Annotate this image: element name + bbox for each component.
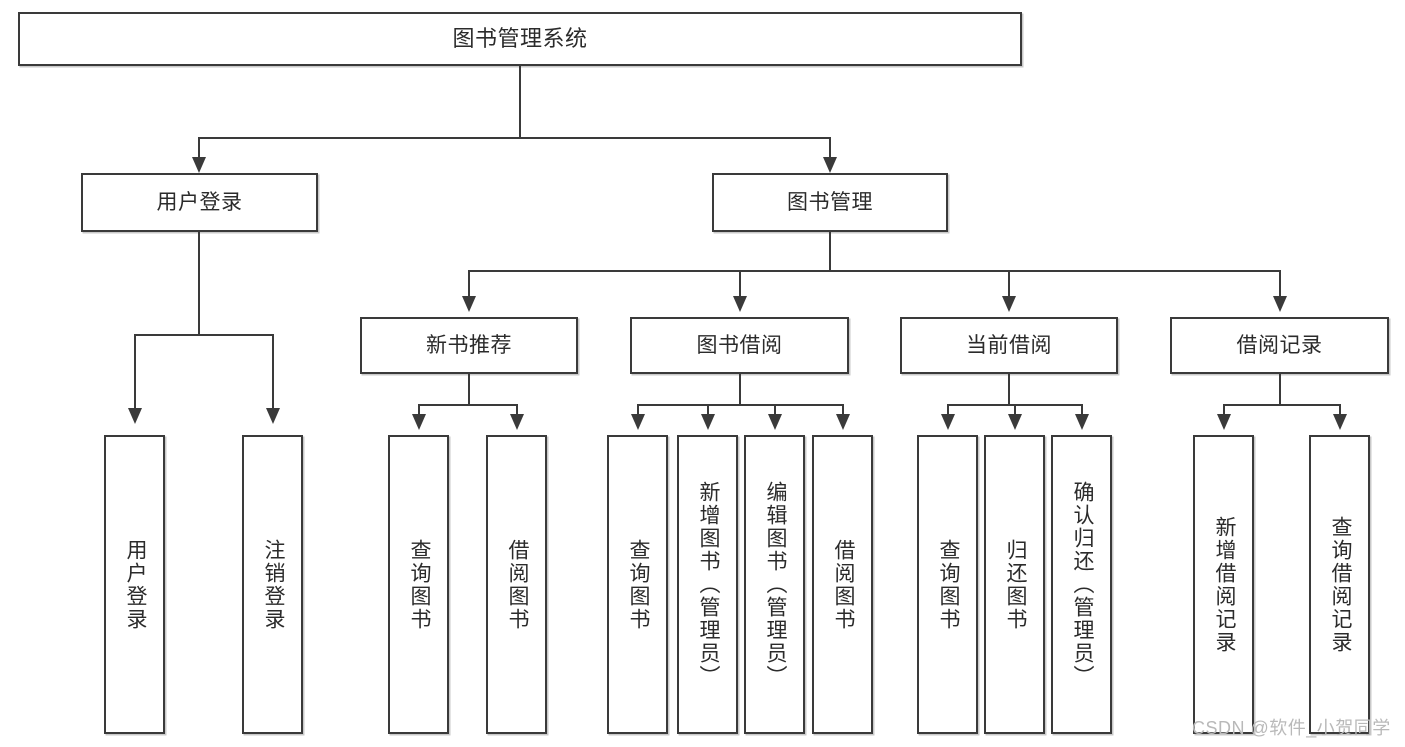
connector-current-borrow-to-leaf1 xyxy=(947,404,949,418)
connector-new-book-bar xyxy=(418,404,518,406)
connector-user-login-stem xyxy=(198,232,200,335)
connector-book-borrow-to-leaf2 xyxy=(707,404,709,418)
connector-book-borrow-to-leaf3 xyxy=(774,404,776,418)
node-book-borrow-label: 图书借阅 xyxy=(696,333,783,357)
arrow-book-borrow-to-leaf1 xyxy=(631,414,645,430)
leaf-query-record-label: 查询借阅记录 xyxy=(1328,515,1352,654)
connector-book-borrow-to-leaf4 xyxy=(842,404,844,418)
leaf-borrow-book-2-label: 借阅图书 xyxy=(831,538,855,631)
connector-borrow-record-bar xyxy=(1223,404,1341,406)
arrow-book-borrow-to-leaf4 xyxy=(836,414,850,430)
arrow-current-borrow-to-leaf2 xyxy=(1008,414,1022,430)
connector-user-login-to-leaf1 xyxy=(134,334,136,412)
connector-book-manage-stem xyxy=(829,232,831,272)
leaf-return-book[interactable]: 归还图书 xyxy=(984,435,1045,734)
node-user-login[interactable]: 用户登录 xyxy=(81,173,318,232)
node-current-borrow[interactable]: 当前借阅 xyxy=(900,317,1118,374)
connector-book-manage-bar xyxy=(468,270,1280,272)
arrow-book-manage-to-current-borrow xyxy=(1002,296,1016,312)
connector-book-manage-to-new-book xyxy=(468,270,470,300)
leaf-query-book-1-label: 查询图书 xyxy=(407,538,431,631)
leaf-borrow-book-1[interactable]: 借阅图书 xyxy=(486,435,547,734)
leaf-borrow-book-1-label: 借阅图书 xyxy=(505,538,529,631)
arrow-new-book-to-leaf2 xyxy=(510,414,524,430)
connector-current-borrow-to-leaf2 xyxy=(1014,404,1016,418)
leaf-query-book-1[interactable]: 查询图书 xyxy=(388,435,449,734)
connector-borrow-record-to-leaf2 xyxy=(1339,404,1341,418)
leaf-add-book[interactable]: 新增图书（管理员） xyxy=(677,435,738,734)
leaf-query-book-3[interactable]: 查询图书 xyxy=(917,435,978,734)
arrow-borrow-record-to-leaf1 xyxy=(1217,414,1231,430)
connector-book-manage-to-borrow-record xyxy=(1279,270,1281,300)
node-book-manage[interactable]: 图书管理 xyxy=(712,173,948,232)
arrow-book-manage-to-borrow-record xyxy=(1273,296,1287,312)
arrow-current-borrow-to-leaf3 xyxy=(1075,414,1089,430)
leaf-user-login-label: 用户登录 xyxy=(123,538,147,631)
connector-borrow-record-stem xyxy=(1279,374,1281,405)
node-new-book-recommend-label: 新书推荐 xyxy=(426,333,512,357)
leaf-query-book-2-label: 查询图书 xyxy=(626,538,650,631)
connector-user-login-to-leaf2 xyxy=(272,334,274,412)
connector-new-book-stem xyxy=(468,374,470,405)
node-user-login-label: 用户登录 xyxy=(156,190,243,214)
leaf-logout[interactable]: 注销登录 xyxy=(242,435,303,734)
connector-book-borrow-bar xyxy=(637,404,843,406)
connector-book-manage-to-current-borrow xyxy=(1008,270,1010,300)
arrow-root-to-user-login xyxy=(192,157,206,173)
arrow-root-to-book-manage xyxy=(823,157,837,173)
leaf-query-book-3-label: 查询图书 xyxy=(936,538,960,631)
connector-root-to-user-login xyxy=(198,137,200,162)
connector-user-login-bar xyxy=(134,334,273,336)
node-book-manage-label: 图书管理 xyxy=(787,190,873,214)
leaf-edit-book[interactable]: 编辑图书（管理员） xyxy=(744,435,805,734)
connector-current-borrow-stem xyxy=(1008,374,1010,405)
leaf-user-login[interactable]: 用户登录 xyxy=(104,435,165,734)
node-current-borrow-label: 当前借阅 xyxy=(966,333,1052,357)
arrow-book-manage-to-book-borrow xyxy=(733,296,747,312)
leaf-confirm-return-label: 确认归还（管理员） xyxy=(1070,481,1094,688)
leaf-confirm-return[interactable]: 确认归还（管理员） xyxy=(1051,435,1112,734)
arrow-borrow-record-to-leaf2 xyxy=(1333,414,1347,430)
leaf-add-record-label: 新增借阅记录 xyxy=(1212,515,1236,654)
connector-new-book-to-leaf2 xyxy=(516,404,518,418)
connector-book-borrow-stem xyxy=(739,374,741,405)
connector-book-manage-to-book-borrow xyxy=(739,270,741,300)
connector-root-bar xyxy=(198,137,831,139)
arrow-book-borrow-to-leaf2 xyxy=(701,414,715,430)
connector-current-borrow-to-leaf3 xyxy=(1081,404,1083,418)
connector-book-borrow-to-leaf1 xyxy=(637,404,639,418)
arrow-book-manage-to-new-book xyxy=(462,296,476,312)
node-root-label: 图书管理系统 xyxy=(452,25,588,51)
connector-root-stem xyxy=(519,66,521,138)
node-new-book-recommend[interactable]: 新书推荐 xyxy=(360,317,578,374)
node-borrow-record-label: 借阅记录 xyxy=(1236,333,1323,357)
connector-new-book-to-leaf1 xyxy=(418,404,420,418)
leaf-borrow-book-2[interactable]: 借阅图书 xyxy=(812,435,873,734)
arrow-book-borrow-to-leaf3 xyxy=(768,414,782,430)
leaf-return-book-label: 归还图书 xyxy=(1003,538,1027,631)
leaf-query-book-2[interactable]: 查询图书 xyxy=(607,435,668,734)
connector-borrow-record-to-leaf1 xyxy=(1223,404,1225,418)
leaf-add-record[interactable]: 新增借阅记录 xyxy=(1193,435,1254,734)
leaf-query-record[interactable]: 查询借阅记录 xyxy=(1309,435,1370,734)
connector-root-to-book-manage xyxy=(829,137,831,162)
node-root[interactable]: 图书管理系统 xyxy=(18,12,1022,66)
arrow-user-login-to-leaf2 xyxy=(266,408,280,424)
leaf-edit-book-label: 编辑图书（管理员） xyxy=(763,481,787,688)
node-borrow-record[interactable]: 借阅记录 xyxy=(1170,317,1389,374)
arrow-user-login-to-leaf1 xyxy=(128,408,142,424)
leaf-logout-label: 注销登录 xyxy=(261,538,285,631)
arrow-current-borrow-to-leaf1 xyxy=(941,414,955,430)
leaf-add-book-label: 新增图书（管理员） xyxy=(696,481,720,688)
arrow-new-book-to-leaf1 xyxy=(412,414,426,430)
node-book-borrow[interactable]: 图书借阅 xyxy=(630,317,849,374)
